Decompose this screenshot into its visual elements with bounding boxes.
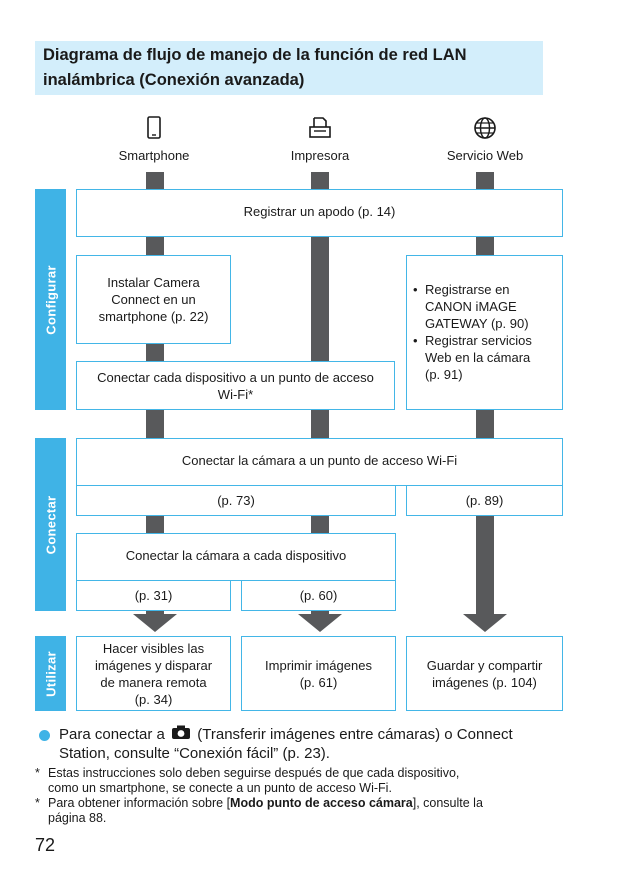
note-main-post: (Transferir imágenes entre cámaras) o Co… [197, 726, 513, 743]
web-bullet-item-2: • Registrar servicios Web en la cámara (… [413, 332, 558, 383]
note-conexion-facil: Para conectar a (Transferir imágenes ent… [59, 725, 599, 763]
note-main-line-2: Station, consulte “Conexión fácil” (p. 2… [59, 745, 330, 762]
ref-p60: (p. 60) [299, 588, 338, 603]
column-label-impresora: Impresora [290, 148, 350, 163]
smartphone-icon [147, 116, 161, 139]
web-b2-line-1: Registrar servicios [425, 333, 532, 348]
bullet: • [413, 333, 418, 348]
footnote-2-pre: Para obtener información sobre [ [48, 796, 231, 810]
box-conectar-camara-dispositivo: Conectar la cámara a cada dispositivo [76, 533, 396, 581]
box-p31: (p. 31) [76, 580, 231, 611]
camera-icon [172, 725, 191, 739]
web-bullet-item-1: • Registrarse en CANON iMAGE GATEWAY (p.… [413, 281, 558, 332]
web-b2-line-2: Web en la cámara [425, 350, 531, 365]
box-visibles-line-1: Hacer visibles las [102, 640, 205, 656]
box-conectar-camara-ap-text: Conectar la cámara a un punto de acceso … [181, 453, 458, 468]
web-b1-line-3: GATEWAY (p. 90) [425, 316, 529, 331]
box-visibles-line-2: imágenes y disparar [94, 657, 213, 673]
box-p73: (p. 73) [76, 485, 396, 516]
box-registrar-apodo: Registrar un apodo (p. 14) [76, 189, 563, 237]
box-conectar-ap-line-1: Conectar cada dispositivo a un punto de … [97, 369, 374, 385]
bullet: • [413, 282, 418, 297]
ref-p31: (p. 31) [134, 588, 173, 603]
box-p89: (p. 89) [406, 485, 563, 516]
web-b1-line-2: CANON iMAGE [425, 299, 517, 314]
web-b1-line-1: Registrarse en [425, 282, 510, 297]
box-conectar-ap-line-2: Wi-Fi* [217, 386, 254, 402]
box-instalar-line-3: smartphone (p. 22) [98, 309, 209, 324]
footnote-2-post: ], consulte la [412, 796, 483, 810]
box-guardar-compartir: Guardar y compartir imágenes (p. 104) [406, 636, 563, 711]
section-configurar-label: Configurar [43, 264, 58, 335]
box-instalar-line-2: Connect en un [111, 292, 196, 307]
box-guardar-line-2: imágenes (p. 104) [432, 674, 537, 690]
section-title: Diagrama de flujo de manejo de la funció… [35, 41, 543, 95]
page-number: 72 [35, 835, 56, 855]
footnote-1-line-1: Estas instrucciones solo deben seguirse … [48, 766, 460, 780]
footnote-star-1: * [35, 766, 40, 780]
note-main-pre: Para conectar a [59, 726, 165, 743]
column-label-servicio-web: Servicio Web [446, 148, 524, 163]
footnote-1: Estas instrucciones solo deben seguirse … [48, 766, 608, 796]
arrow-down-smartphone [133, 614, 177, 632]
box-registrar-apodo-text: Registrar un apodo (p. 14) [243, 203, 396, 219]
box-conectar-camara-ap: Conectar la cámara a un punto de acceso … [76, 438, 563, 486]
box-p60: (p. 60) [241, 580, 396, 611]
box-hacer-visibles: Hacer visibles las imágenes y disparar d… [76, 636, 231, 711]
title-line-2: inalámbrica (Conexión avanzada) [43, 71, 305, 89]
box-guardar-line-1: Guardar y compartir [426, 657, 543, 673]
footnote-2-line-2: página 88. [48, 811, 107, 825]
ref-p89: (p. 89) [465, 493, 504, 508]
box-instalar-line-1: Instalar Camera [107, 275, 200, 290]
arrow-down-servicio-web [463, 614, 507, 632]
globe-icon [474, 117, 496, 139]
box-instalar-camera-connect: Instalar Camera Connect en un smartphone… [76, 255, 231, 344]
section-utilizar: Utilizar [35, 636, 66, 711]
footnote-star-2: * [35, 796, 40, 810]
footnote-1-line-2: como un smartphone, se conecte a un punt… [48, 781, 392, 795]
box-visibles-line-3: de manera remota [100, 674, 207, 690]
section-conectar-label: Conectar [43, 495, 58, 554]
column-label-smartphone: Smartphone [118, 148, 190, 163]
note-bullet-icon [39, 730, 50, 741]
box-conectar-camara-disp-text: Conectar la cámara a cada dispositivo [125, 547, 347, 563]
title-line-1: Diagrama de flujo de manejo de la funció… [43, 46, 467, 64]
ref-p73: (p. 73) [217, 493, 255, 508]
footnote-2-bold: Modo punto de acceso cámara [230, 796, 413, 810]
printer-icon [309, 117, 331, 138]
section-conectar: Conectar [35, 438, 66, 611]
box-imprimir-imagenes: Imprimir imágenes (p. 61) [241, 636, 396, 711]
web-b2-line-3: (p. 91) [425, 367, 463, 382]
box-imprimir-line-1: Imprimir imágenes [265, 657, 372, 673]
arrow-down-impresora [298, 614, 342, 632]
box-servicio-web-registro: • Registrarse en CANON iMAGE GATEWAY (p.… [406, 255, 563, 410]
box-imprimir-line-2: (p. 61) [299, 674, 338, 690]
section-utilizar-label: Utilizar [43, 650, 58, 697]
section-configurar: Configurar [35, 189, 66, 410]
footnote-2: Para obtener información sobre [Modo pun… [48, 796, 608, 826]
box-visibles-line-4: (p. 34) [134, 691, 173, 707]
box-conectar-dispositivo-ap: Conectar cada dispositivo a un punto de … [76, 361, 395, 410]
